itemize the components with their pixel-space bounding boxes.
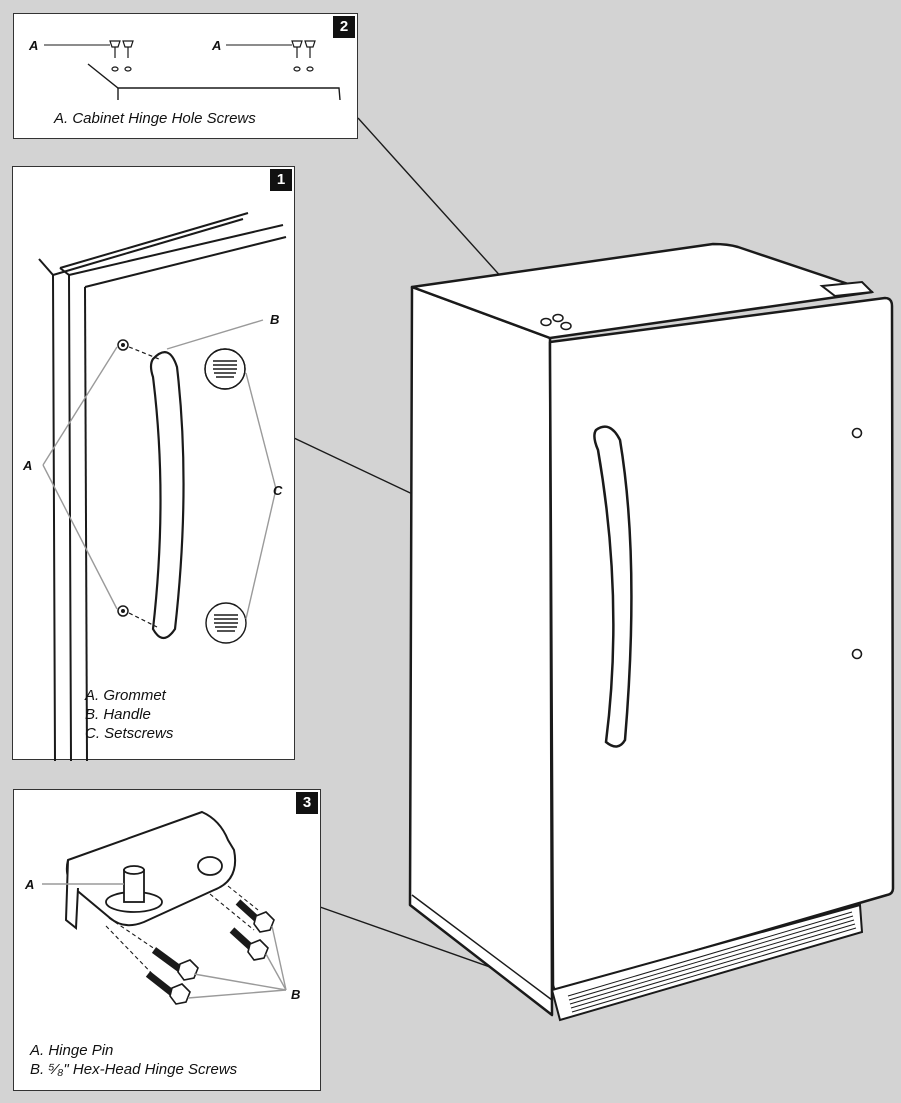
panel-1-caption: A. Grommet B. Handle C. Setscrews (85, 686, 173, 743)
panel-3-label-b: B (291, 987, 301, 1002)
setscrew-upper (204, 348, 246, 390)
panel-2-drawing (44, 40, 341, 101)
panel-1-caption-line-c: C. Setscrews (85, 725, 174, 742)
panel-1-caption-line-a: A. Grommet (85, 687, 166, 704)
top-hole-3 (560, 321, 572, 331)
panel-2-caption: A. Cabinet Hinge Hole Screws (54, 110, 256, 127)
freezer-door (548, 296, 895, 992)
panel-1-drawing (38, 212, 287, 761)
panel-3-label-a: A (25, 877, 35, 892)
side-foot (409, 894, 553, 1017)
hinge-pin (105, 865, 163, 913)
panel-1-label-b: B (270, 312, 280, 327)
panel-2-badge: 2 (333, 16, 355, 38)
panel-1-door-edge (38, 212, 287, 761)
door-hole-lower (851, 648, 863, 660)
detail-panel-1: 1 (12, 166, 295, 761)
detail-panel-2: 2 A A A. Cabinet Hinge (13, 13, 358, 139)
cabinet-top (410, 242, 874, 340)
setscrew-lower (205, 602, 247, 644)
panel-2-cabinet-edge (87, 63, 341, 101)
panel-3-caption: A. Hinge Pin B. ⁵⁄₈" Hex-Head Hinge Scre… (30, 1041, 237, 1079)
panel-3-badge: 3 (296, 792, 318, 814)
panel-2-label-a-left: A (29, 38, 39, 53)
hex-head-screws (145, 899, 275, 1005)
panel-1-label-c: C (273, 483, 283, 498)
top-hole-2 (552, 313, 564, 323)
cabinet-side (408, 285, 554, 1017)
panel-1-leaders (42, 319, 277, 620)
hinge-hole-screws-left (109, 40, 134, 72)
hinge-bracket-hole (197, 856, 223, 876)
panel-1-handle (149, 351, 185, 640)
panel-3-caption-line-a: A. Hinge Pin (30, 1042, 114, 1059)
panel-3-caption-line-b: B. ⁵⁄₈" Hex-Head Hinge Screws (30, 1061, 238, 1078)
panel-1-badge: 1 (270, 169, 292, 191)
top-hinge (819, 280, 875, 298)
panel-1-label-a: A (23, 458, 33, 473)
freezer-handle (593, 425, 633, 748)
panel-3-leader-b (187, 925, 287, 999)
panel-1-caption-line-b: B. Handle (85, 706, 151, 723)
detail-panel-3: 3 (13, 789, 321, 1091)
panel-2-label-a-right: A (212, 38, 222, 53)
door-hole-upper (851, 427, 863, 439)
panel-3-drawing (42, 810, 287, 1005)
hinge-hole-screws-right (291, 40, 316, 72)
freezer-base (550, 903, 864, 1022)
toe-grille (567, 911, 857, 1013)
top-hole-1 (540, 317, 552, 327)
